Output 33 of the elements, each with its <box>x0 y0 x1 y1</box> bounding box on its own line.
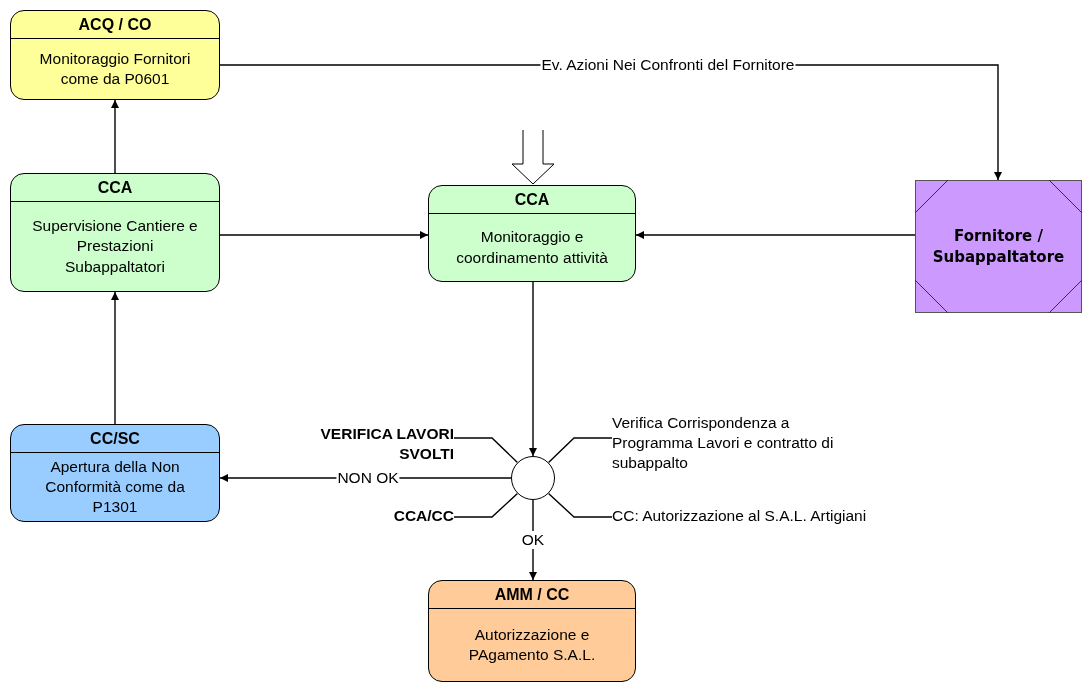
process-box <box>10 173 220 292</box>
octagon-box <box>915 180 1082 313</box>
box-text: Apertura della Non Conformità come da P1301 <box>44 456 186 518</box>
decision-circle <box>511 456 555 500</box>
annotation-text: CCA/CC <box>330 506 454 528</box>
leader-line <box>453 492 519 518</box>
box-text: Monitoraggio Fornitori come da P0601 <box>38 48 192 89</box>
box-text: Fornitore / Subappaltatore <box>931 226 1066 267</box>
box-heading: CC/SC <box>11 425 219 453</box>
arrow <box>219 231 429 239</box>
process-box <box>428 580 636 682</box>
box-heading: CCA <box>429 186 635 214</box>
process-box <box>10 10 220 100</box>
box-text: Autorizzazione e PAgamento S.A.L. <box>467 624 597 665</box>
arrow <box>529 281 537 457</box>
annotation-text: Verifica Corrispondenza a Programma Lavori e contratto di subappalto <box>612 413 874 477</box>
block-arrow <box>511 129 555 185</box>
arrow <box>635 231 916 239</box>
process-box <box>10 424 220 522</box>
box-heading: AMM / CC <box>429 581 635 609</box>
leader-line <box>547 437 613 464</box>
box-text: Monitoraggio e coordinamento attività <box>455 227 609 268</box>
arrow <box>111 99 119 174</box>
leader-line <box>547 492 613 518</box>
annotation-text: CC: Autorizzazione al S.A.L. Artigiani <box>612 506 952 528</box>
box-heading: CCA <box>11 174 219 202</box>
leader-line <box>453 437 519 464</box>
arrow <box>111 291 119 425</box>
box-heading: ACQ / CO <box>11 11 219 39</box>
process-box <box>428 185 636 282</box>
box-text: Supervisione Cantiere e Prestazioni Subappaltatori <box>31 216 199 277</box>
edge-label: OK <box>520 531 546 549</box>
annotation-text: VERIFICA LAVORI SVOLTI <box>262 424 454 468</box>
